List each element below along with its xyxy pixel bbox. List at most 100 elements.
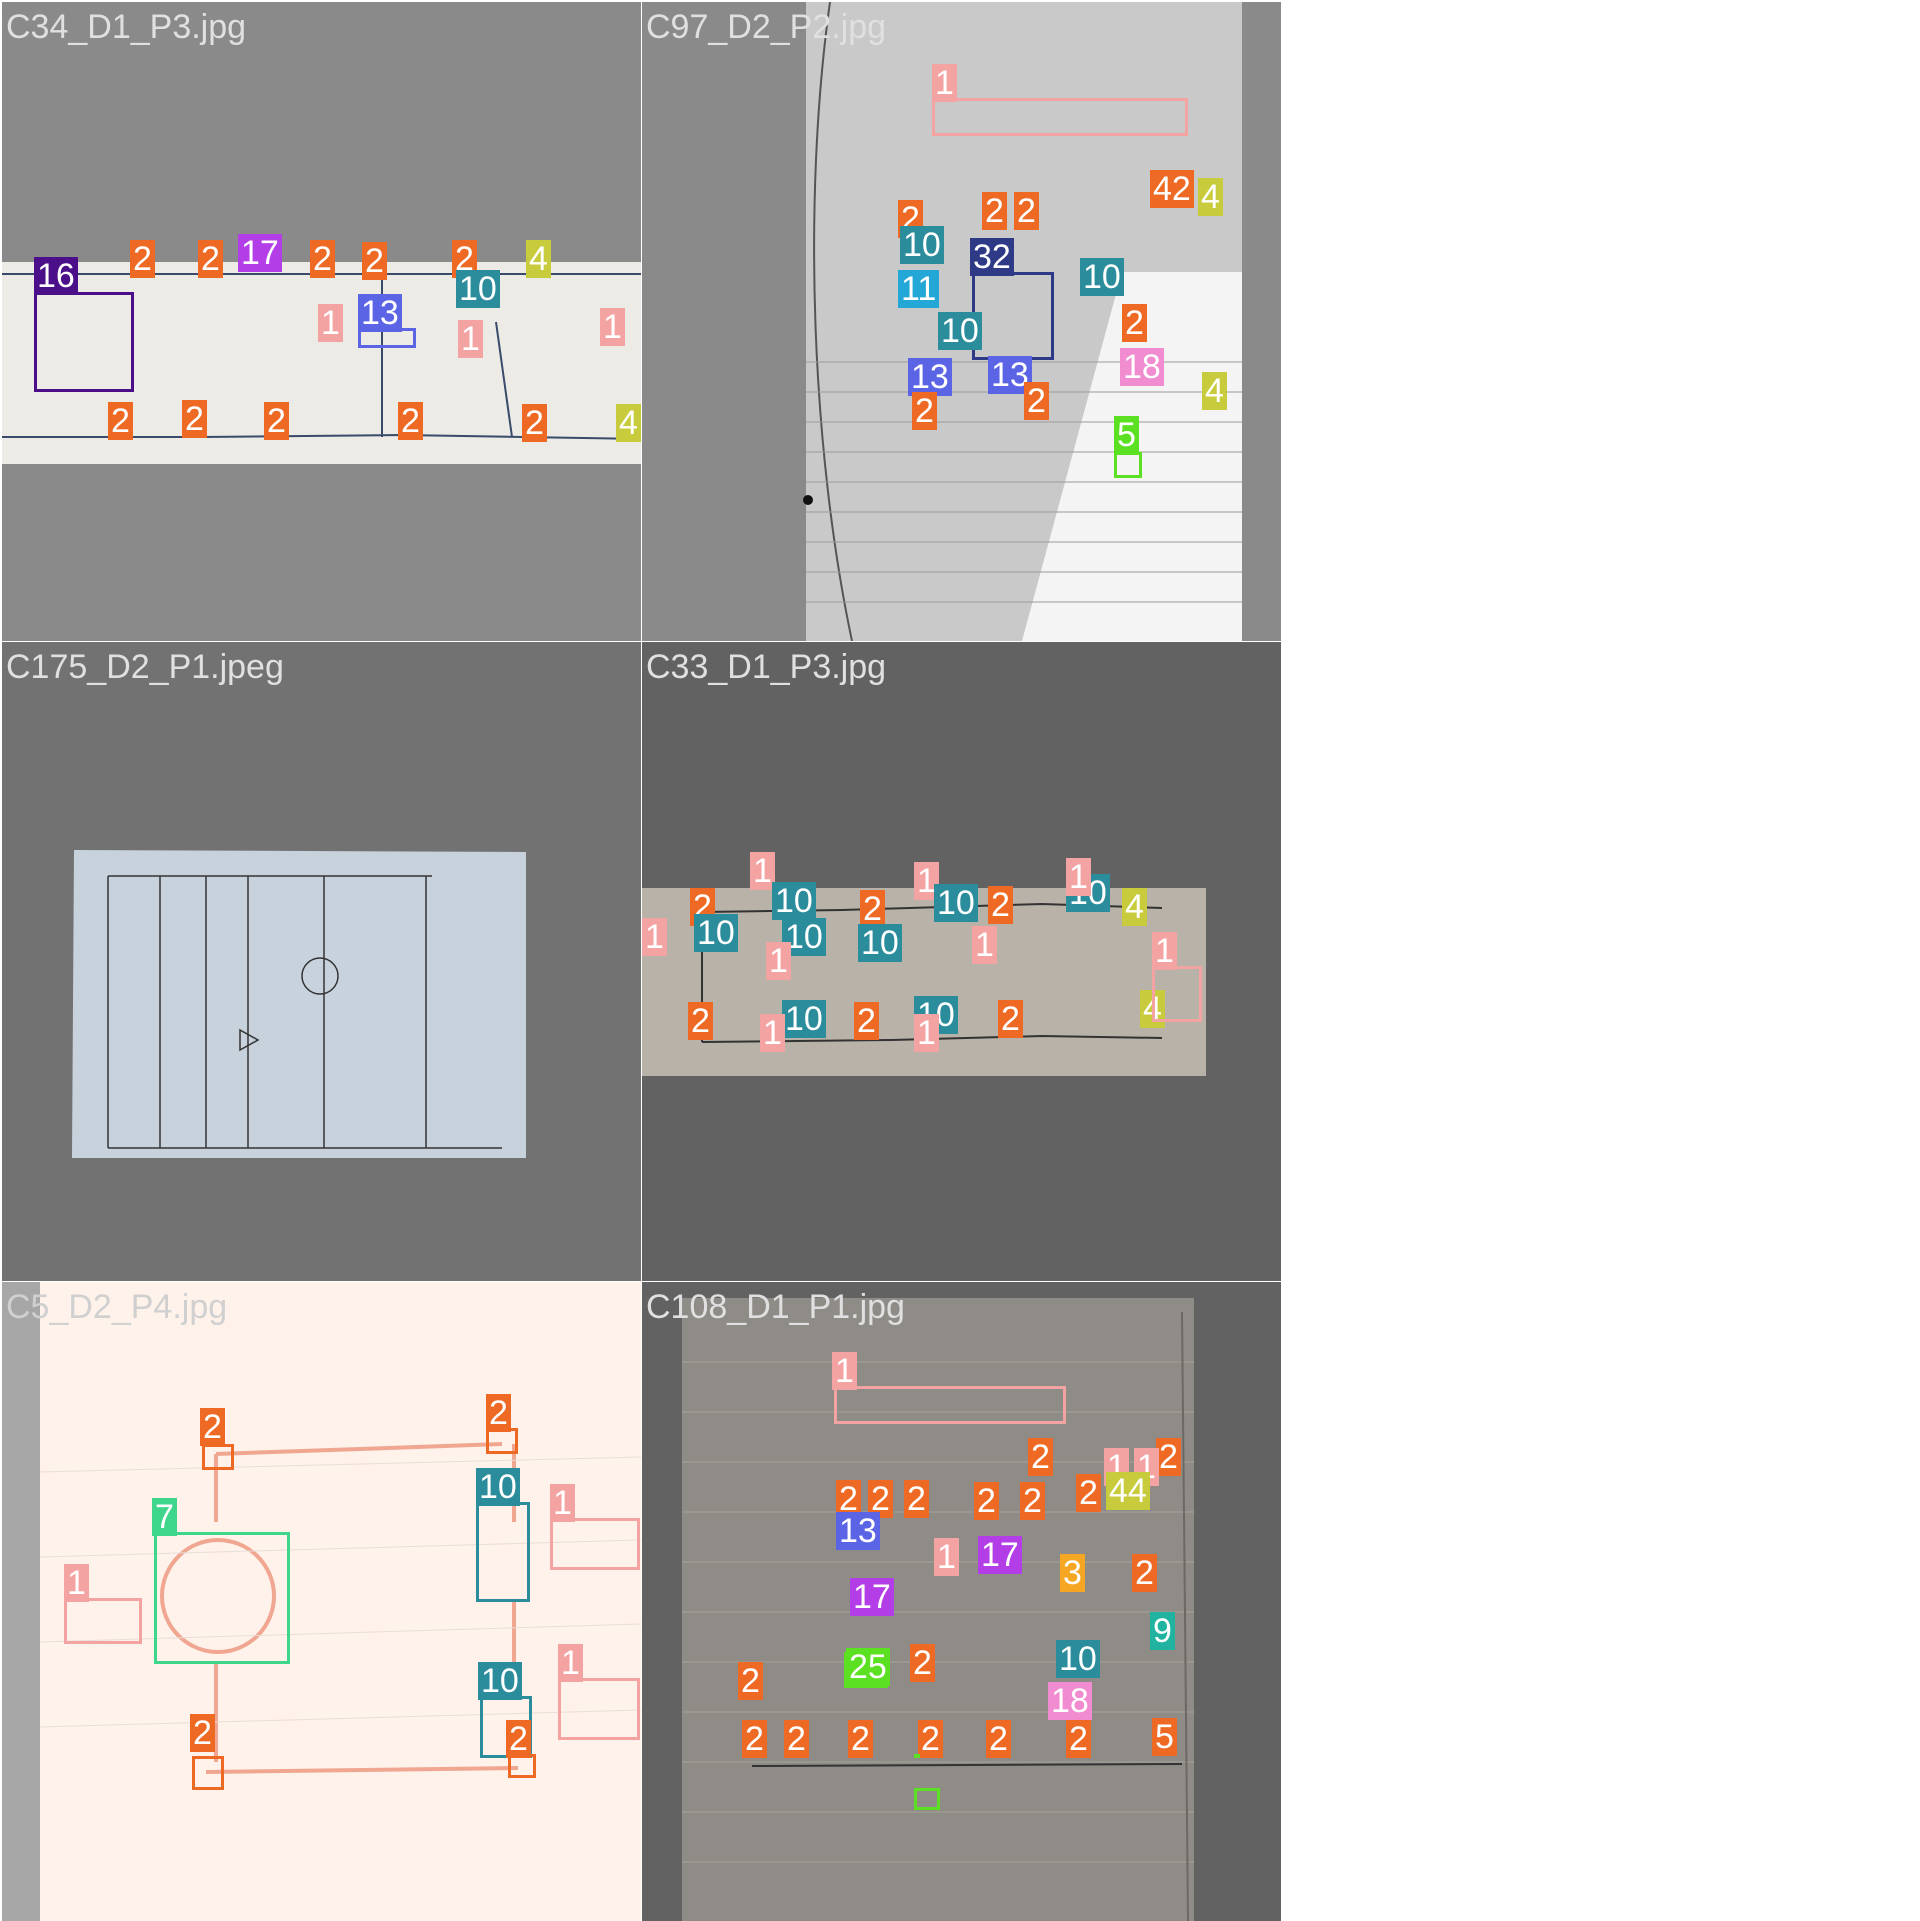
- annotation-label: 2: [918, 1720, 943, 1758]
- annotation-label: 9: [1150, 1612, 1175, 1650]
- tile-c175: C175_D2_P1.jpeg: [2, 642, 641, 1281]
- annotation-box: [34, 292, 134, 392]
- annotation-label: 4: [1198, 178, 1223, 216]
- annotation-box: [914, 1788, 940, 1810]
- annotation-label: 1: [972, 926, 997, 964]
- annotation-label: 10: [456, 270, 500, 308]
- annotation-label: 2: [1076, 1474, 1101, 1512]
- annotation-label: 18: [1048, 1682, 1092, 1720]
- annotation-label: 1: [318, 304, 343, 342]
- annotation-label: 1: [558, 1644, 583, 1682]
- annotation-label: 16: [34, 257, 78, 295]
- annotation-label: 2: [998, 1000, 1023, 1038]
- annotation-label: 5: [1152, 1718, 1177, 1756]
- annotation-box: [202, 1444, 234, 1470]
- annotation-label: 2: [742, 1720, 767, 1758]
- annotation-label: 1: [458, 320, 483, 358]
- annotation-label: 1: [934, 1538, 959, 1576]
- annotation-label: 32: [970, 238, 1014, 276]
- annotation-box: [550, 1518, 640, 1570]
- annotation-box: [972, 272, 1054, 360]
- annotation-label: 10: [782, 1000, 826, 1038]
- annotation-label: 1: [1066, 858, 1091, 896]
- annotation-label: 4: [1122, 888, 1147, 926]
- annotation-label: 5: [1114, 416, 1139, 454]
- annotation-box: [1114, 452, 1142, 478]
- annotation-label: 2: [200, 1408, 225, 1446]
- annotation-label: 2: [1122, 304, 1147, 342]
- annotation-box: [154, 1532, 290, 1664]
- annotation-label: 1: [64, 1564, 89, 1602]
- annotation-label: 2: [1014, 192, 1039, 230]
- annotation-label: 2: [1028, 1438, 1053, 1476]
- annotation-label: 10: [858, 924, 902, 962]
- annotation-label: 13: [908, 358, 952, 396]
- tile-c97: C97_D2_P2.jpg 1 2 2 2 42 4 10 32 11 10 1…: [642, 2, 1281, 641]
- annotation-label: 10: [938, 312, 982, 350]
- annotation-label: 11: [898, 270, 940, 308]
- annotation-label: 13: [358, 294, 402, 332]
- annotation-label: 17: [238, 234, 282, 272]
- annotation-box: [558, 1678, 640, 1740]
- annotation-label: 10: [1080, 258, 1124, 296]
- tile-title: C175_D2_P1.jpeg: [6, 648, 284, 686]
- annotation-label: 2: [988, 886, 1013, 924]
- tile-c108-image: [682, 1298, 1194, 1921]
- annotation-label: 13: [836, 1512, 880, 1550]
- annotation-label: 10: [934, 884, 978, 922]
- annotation-label: 1: [1152, 932, 1177, 970]
- annotation-label: 4: [616, 404, 641, 442]
- annotation-label: 2: [362, 242, 387, 280]
- annotation-label: 2: [264, 402, 289, 440]
- annotation-label: 2: [398, 402, 423, 440]
- annotation-label: 10: [476, 1468, 520, 1506]
- annotation-label: 25: [846, 1648, 890, 1686]
- annotation-label: 4: [526, 240, 551, 278]
- annotation-label: 10: [900, 226, 944, 264]
- tile-title: C34_D1_P3.jpg: [6, 8, 247, 46]
- tile-c108: C108_D1_P1.jpg 1 2 2 1 1 2 2 2 2 2 13 2 …: [642, 1282, 1281, 1921]
- annotation-label: 2: [836, 1480, 861, 1518]
- annotation-label: 2: [848, 1720, 873, 1758]
- annotation-label: 2: [784, 1720, 809, 1758]
- annotation-box: [64, 1598, 142, 1644]
- annotation-label: 1: [600, 308, 625, 346]
- annotation-label: 2: [1020, 1482, 1045, 1520]
- annotation-label: 2: [860, 890, 885, 928]
- annotation-label: 2: [182, 400, 207, 438]
- annotation-label: 2: [904, 1480, 929, 1518]
- annotation-label: 2: [688, 1002, 713, 1040]
- annotation-label: 42: [1150, 170, 1194, 208]
- annotation-label: 1: [832, 1352, 857, 1390]
- tile-c175-image: [72, 850, 526, 1158]
- annotation-label: 2: [108, 402, 133, 440]
- annotation-label: 2: [198, 240, 223, 278]
- annotation-label: 2: [1132, 1554, 1157, 1592]
- annotation-label: 2: [190, 1714, 215, 1752]
- annotation-box: [834, 1386, 1066, 1424]
- tile-c33-image: [642, 888, 1206, 1076]
- annotation-label: 2: [486, 1394, 511, 1432]
- annotation-box: [192, 1756, 224, 1790]
- annotation-label: 1: [766, 942, 791, 980]
- annotation-label: [914, 1754, 920, 1758]
- annotation-label: 4: [1202, 372, 1227, 410]
- annotation-label: 1: [932, 64, 957, 102]
- tile-title: C108_D1_P1.jpg: [646, 1288, 905, 1326]
- annotation-label: 7: [152, 1498, 177, 1536]
- annotation-box: [1152, 966, 1202, 1022]
- annotation-label: 10: [478, 1662, 522, 1700]
- annotation-label: 10: [772, 882, 816, 920]
- annotation-label: 10: [1056, 1640, 1100, 1678]
- annotation-label: 1: [914, 1014, 939, 1052]
- annotation-label: 2: [1024, 382, 1049, 420]
- tile-title: C97_D2_P2.jpg: [646, 8, 887, 46]
- annotation-label: 1: [750, 852, 775, 890]
- annotation-label: 18: [1120, 348, 1164, 386]
- annotation-label: 44: [1106, 1472, 1150, 1510]
- tile-title: C5_D2_P4.jpg: [6, 1288, 228, 1326]
- annotation-label: 17: [978, 1536, 1022, 1574]
- annotation-label: 1: [760, 1014, 785, 1052]
- annotation-box: [476, 1502, 530, 1602]
- annotation-box: [932, 98, 1188, 136]
